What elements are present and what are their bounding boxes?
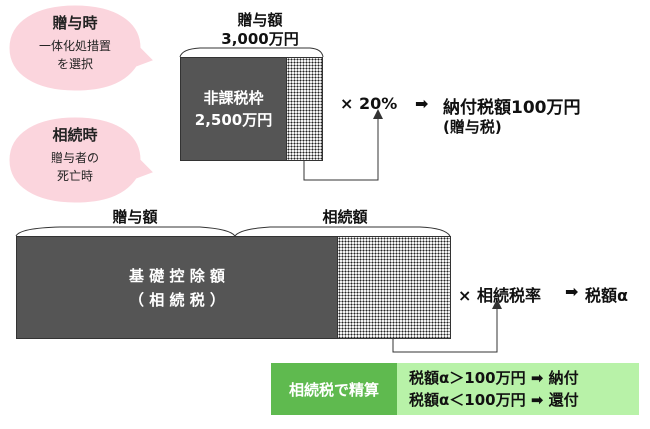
- gift-connector-arrowhead: [373, 109, 383, 119]
- gift-result-note: (贈与税): [443, 118, 502, 136]
- gift-box: 非課税枠 2,500万円: [180, 57, 323, 161]
- settlement-panel: 相続税で精算 税額α＞100万円 ➡ 納付 税額α＜100万円 ➡ 還付: [271, 363, 639, 415]
- gift-bubble-shape: [9, 5, 153, 91]
- inherit-bubble-shape: [9, 117, 153, 203]
- inherit-bubble: 相続時 贈与者の 死亡時: [10, 124, 140, 185]
- nontaxable-portion: 非課税枠 2,500万円: [181, 58, 286, 160]
- taxable-inheritance-portion: [337, 237, 450, 338]
- inherit-bubble-line2: 死亡時: [56, 169, 93, 183]
- inherit-connector: [392, 308, 498, 353]
- inheritance-arrow-icon: ➡: [565, 282, 579, 301]
- gift-amount-label: 贈与額: [237, 11, 283, 29]
- inherit-connector-arrowhead: [492, 299, 502, 309]
- settlement-row-pay: 税額α＞100万円 ➡ 納付: [409, 369, 579, 387]
- inherit-bubble-title: 相続時: [52, 126, 98, 144]
- inheritance-calc: × 相続税率: [458, 286, 541, 305]
- gift-bubble: 贈与時 一体化処措置 を選択: [10, 12, 140, 73]
- settlement-rules: 税額α＞100万円 ➡ 納付 税額α＜100万円 ➡ 還付: [397, 363, 639, 415]
- gift-bubble-line2: を選択: [56, 57, 93, 71]
- gift-amount-value: 3,000万円: [221, 30, 299, 48]
- deduction-line2: （ 相 続 税 ）: [129, 290, 225, 309]
- gift-brace: [179, 47, 324, 58]
- deduction-line1: 基 礎 控 除 額: [129, 266, 225, 285]
- gift-arrow-icon: ➡: [415, 94, 429, 113]
- gift-connector: [303, 118, 379, 181]
- inheritance-inherit-label: 相続額: [322, 208, 368, 226]
- gift-bubble-title: 贈与時: [52, 14, 98, 32]
- inheritance-box: 基 礎 控 除 額 （ 相 続 税 ）: [16, 236, 451, 339]
- settlement-row-refund: 税額α＜100万円 ➡ 還付: [409, 391, 579, 409]
- basic-deduction-portion: 基 礎 控 除 額 （ 相 続 税 ）: [17, 237, 337, 338]
- nontaxable-line2: 2,500万円: [194, 111, 273, 129]
- inherit-bubble-line1: 贈与者の: [50, 151, 99, 165]
- inheritance-result: 税額α: [585, 286, 628, 305]
- inheritance-gift-label: 贈与額: [112, 208, 158, 226]
- gift-portion-brace: [15, 226, 236, 237]
- gift-bubble-line1: 一体化処措置: [38, 39, 111, 53]
- taxable-gift-portion: [286, 58, 322, 160]
- settlement-title: 相続税で精算: [271, 363, 397, 415]
- gift-calc: × 20%: [340, 94, 398, 113]
- inherit-portion-brace: [234, 226, 451, 237]
- gift-result: 納付税額100万円: [443, 98, 581, 118]
- nontaxable-line1: 非課税枠: [203, 89, 264, 107]
